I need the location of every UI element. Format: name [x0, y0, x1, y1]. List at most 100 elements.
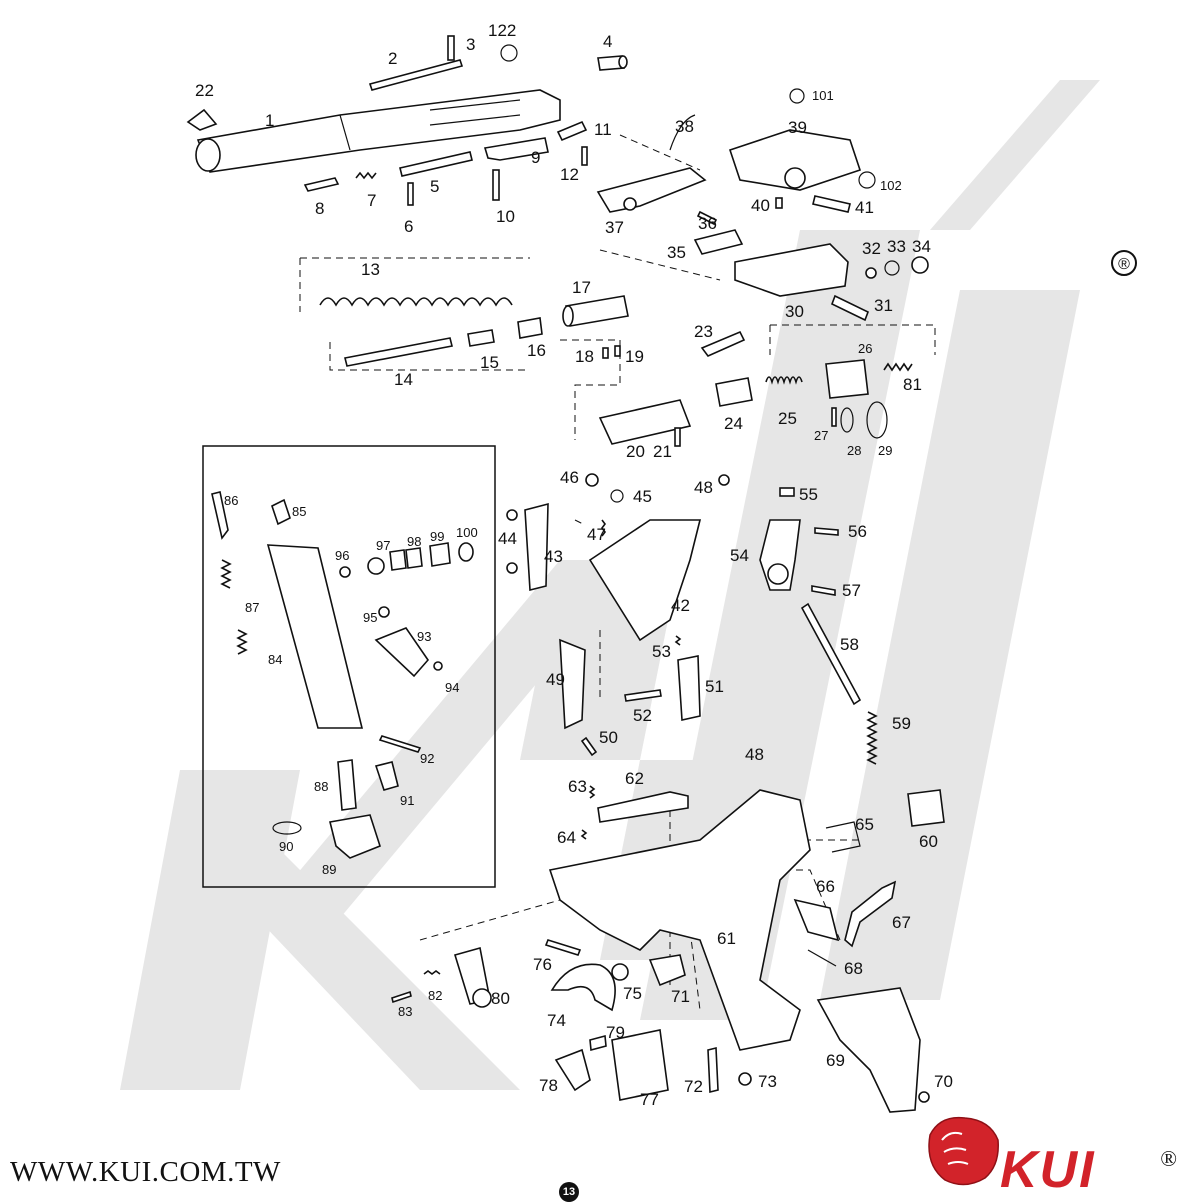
registered-mark-top: ® — [1111, 250, 1137, 276]
magazine-inset-box — [202, 445, 496, 888]
part-43 — [524, 502, 549, 592]
part-101 — [789, 88, 805, 104]
label-90: 90 — [279, 839, 293, 854]
part-30 — [734, 243, 849, 297]
label-84: 84 — [268, 652, 282, 667]
label-45: 45 — [633, 487, 652, 506]
website-url[interactable]: WWW.KUI.COM.TW — [10, 1156, 281, 1188]
part-84-magazine — [266, 544, 364, 729]
label-89: 89 — [322, 862, 336, 877]
label-4: 4 — [603, 32, 612, 51]
label-18: 18 — [575, 347, 594, 366]
part-92 — [378, 735, 422, 753]
part-3 — [447, 35, 455, 61]
part-97 — [367, 557, 385, 575]
part-18 — [602, 347, 609, 359]
part-91 — [374, 761, 399, 791]
part-57 — [811, 585, 836, 596]
part-21 — [674, 427, 681, 447]
label-81: 81 — [903, 375, 922, 394]
part-64 — [580, 829, 588, 840]
part-9 — [483, 137, 549, 161]
part-45 — [610, 489, 624, 503]
part-5 — [399, 151, 473, 177]
label-29: 29 — [878, 443, 892, 458]
part-58 — [800, 602, 862, 706]
part-122 — [500, 44, 518, 62]
label-48a: 48 — [694, 478, 713, 497]
part-44b — [506, 562, 518, 574]
label-59: 59 — [892, 714, 911, 733]
part-8 — [303, 177, 340, 192]
label-122: 122 — [488, 21, 516, 40]
part-23 — [700, 330, 746, 357]
part-26 — [825, 359, 869, 399]
part-32 — [865, 267, 877, 279]
label-96: 96 — [335, 548, 349, 563]
part-61 — [548, 789, 811, 1051]
label-50: 50 — [599, 728, 618, 747]
part-69 — [816, 987, 921, 1113]
label-65: 65 — [855, 815, 874, 834]
label-95: 95 — [363, 610, 377, 625]
label-61: 61 — [717, 929, 736, 948]
label-92: 92 — [420, 751, 434, 766]
part-68 — [807, 949, 837, 967]
label-97: 97 — [376, 538, 390, 553]
part-38 — [669, 114, 696, 151]
label-35: 35 — [667, 243, 686, 262]
label-101: 101 — [812, 88, 834, 103]
part-85 — [271, 498, 291, 526]
part-86 — [211, 491, 229, 540]
part-67 — [844, 880, 897, 948]
part-16 — [517, 317, 543, 339]
part-76 — [544, 939, 582, 956]
label-64: 64 — [557, 828, 576, 847]
label-60: 60 — [919, 832, 938, 851]
label-79: 79 — [606, 1023, 625, 1042]
part-46 — [585, 473, 599, 487]
label-19: 19 — [625, 347, 644, 366]
part-6 — [407, 182, 414, 206]
part-90 — [272, 821, 302, 835]
label-13: 13 — [361, 260, 380, 279]
label-51: 51 — [705, 677, 724, 696]
label-47: 47 — [587, 525, 606, 544]
part-17 — [565, 295, 629, 327]
part-96 — [339, 566, 351, 578]
label-20: 20 — [626, 442, 645, 461]
part-93 — [374, 627, 430, 678]
part-35 — [693, 229, 744, 255]
part-75 — [611, 963, 629, 981]
label-63: 63 — [568, 777, 587, 796]
label-31: 31 — [874, 296, 893, 315]
part-36 — [696, 210, 718, 226]
part-73 — [738, 1072, 752, 1086]
label-73: 73 — [758, 1072, 777, 1091]
label-83: 83 — [398, 1004, 412, 1019]
part-95 — [378, 606, 390, 618]
part-40 — [775, 197, 783, 209]
label-38: 38 — [675, 117, 694, 136]
label-87: 87 — [245, 600, 259, 615]
label-53: 53 — [652, 642, 671, 661]
label-78: 78 — [539, 1076, 558, 1095]
part-51 — [677, 655, 701, 721]
label-28: 28 — [847, 443, 861, 458]
label-80: 80 — [491, 989, 510, 1008]
part-11 — [556, 120, 588, 142]
label-43: 43 — [544, 547, 563, 566]
label-34: 34 — [912, 237, 931, 256]
part-10 — [492, 169, 500, 201]
part-41 — [812, 195, 851, 213]
label-26: 26 — [858, 341, 872, 356]
registered-mark-brand: ® — [1160, 1146, 1177, 1171]
part-39 — [728, 129, 862, 191]
part-82 — [423, 970, 441, 975]
label-30: 30 — [785, 302, 804, 321]
label-41: 41 — [855, 198, 874, 217]
part-49 — [559, 638, 586, 730]
label-76: 76 — [533, 955, 552, 974]
label-36: 36 — [698, 214, 717, 233]
label-100: 100 — [456, 525, 478, 540]
